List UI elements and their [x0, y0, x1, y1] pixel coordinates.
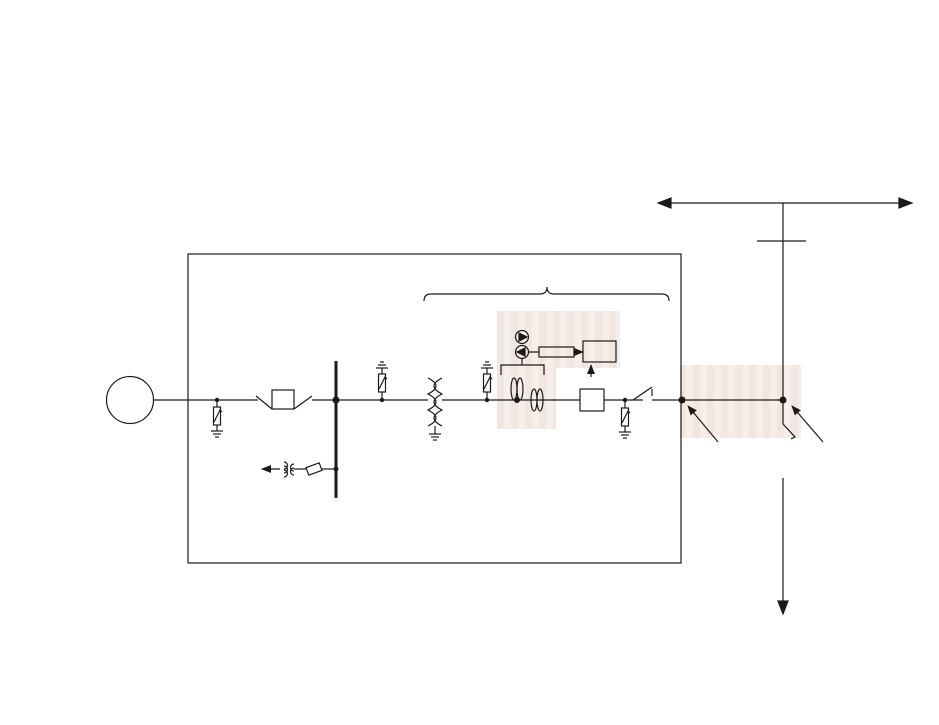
brace: [423, 286, 670, 302]
junction-dot: [514, 397, 520, 403]
generator-icon: [105, 375, 155, 425]
junction-dot: [678, 396, 686, 404]
arrow-icon: [656, 197, 672, 209]
junction-dots: [214, 396, 787, 472]
control-unit-highlight: [497, 311, 620, 368]
current-transformer-highlight: [497, 368, 556, 429]
pointer-arrow: [791, 405, 824, 443]
circuit-breaker-icon: [579, 388, 605, 412]
arrow-icon: [898, 197, 914, 209]
surge-arrester-icon: [481, 361, 493, 400]
auxiliary-transformer-icon: [261, 461, 336, 478]
control-block-large: [582, 340, 617, 363]
junction-dot: [484, 397, 490, 403]
surge-arrester-icon: [376, 361, 388, 400]
junction-dot: [779, 396, 787, 404]
junction-dot: [214, 397, 220, 403]
junction-dot: [332, 396, 340, 404]
surge-arrester-icon: [619, 400, 631, 439]
grid-feeder-switch: [782, 423, 796, 440]
junction-dot: [622, 397, 628, 403]
arrow-icon: [777, 600, 789, 616]
pointer-arrow: [687, 405, 719, 443]
circuit-breaker-icon: [255, 389, 313, 410]
reactor-icon: [426, 377, 444, 441]
enclosure-box: [187, 253, 682, 564]
diagram-lines: [105, 197, 914, 616]
disconnector-switch-icon: [632, 386, 653, 401]
junction-dot: [379, 397, 385, 403]
junction-dot: [333, 466, 339, 472]
measuring-relay-icon: [514, 329, 530, 360]
surge-arrester-icon: [211, 400, 223, 438]
